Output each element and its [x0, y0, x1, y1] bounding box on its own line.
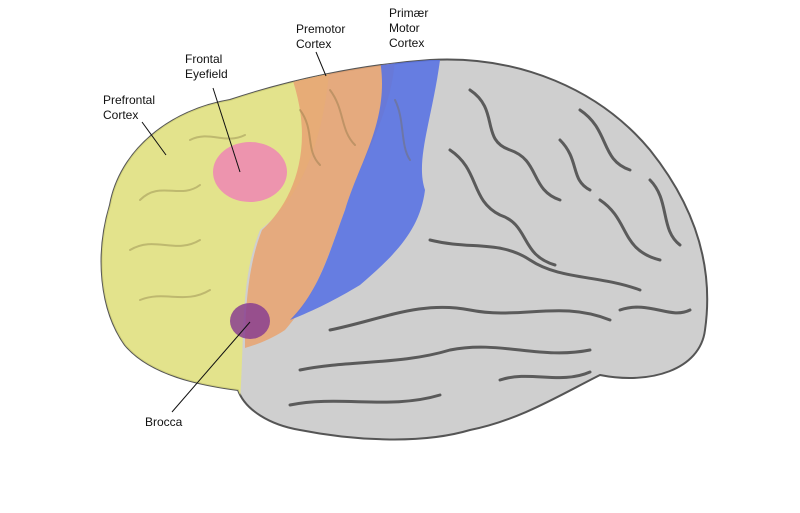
label-brocca-line1: Brocca	[145, 415, 183, 429]
sulci-frontal	[129, 89, 411, 301]
region-premotor	[245, 60, 395, 348]
label-premotor-line1: Premotor	[296, 22, 346, 36]
label-brocca: Brocca	[145, 415, 182, 430]
label-frontal-eyefield-line1: Frontal	[185, 52, 223, 66]
label-premotor: Premotor Cortex	[296, 22, 345, 52]
label-prefrontal-line1: Prefrontal	[103, 93, 156, 107]
label-primary-motor-line1: Primær	[389, 6, 429, 20]
label-frontal-eyefield-line2: Eyefield	[185, 67, 228, 81]
region-frontal-eyefield	[213, 142, 287, 202]
label-prefrontal-line2: Cortex	[103, 108, 139, 122]
label-prefrontal: Prefrontal Cortex	[103, 93, 155, 123]
leader-brocca	[171, 321, 251, 413]
label-frontal-eyefield: Frontal Eyefield	[185, 52, 228, 82]
leader-frontal-eyefield	[212, 87, 241, 173]
leader-premotor	[315, 51, 327, 77]
leader-prefrontal	[141, 121, 167, 156]
label-primary-motor-line2: Motor	[389, 21, 420, 35]
sulci	[288, 88, 692, 407]
label-premotor-line2: Cortex	[296, 37, 332, 51]
label-primary-motor-line3: Cortex	[389, 36, 425, 50]
leader-lines	[141, 51, 327, 413]
region-brocca	[230, 303, 270, 339]
region-primary-motor	[290, 60, 440, 320]
label-primary-motor: Primær Motor Cortex	[389, 6, 428, 51]
